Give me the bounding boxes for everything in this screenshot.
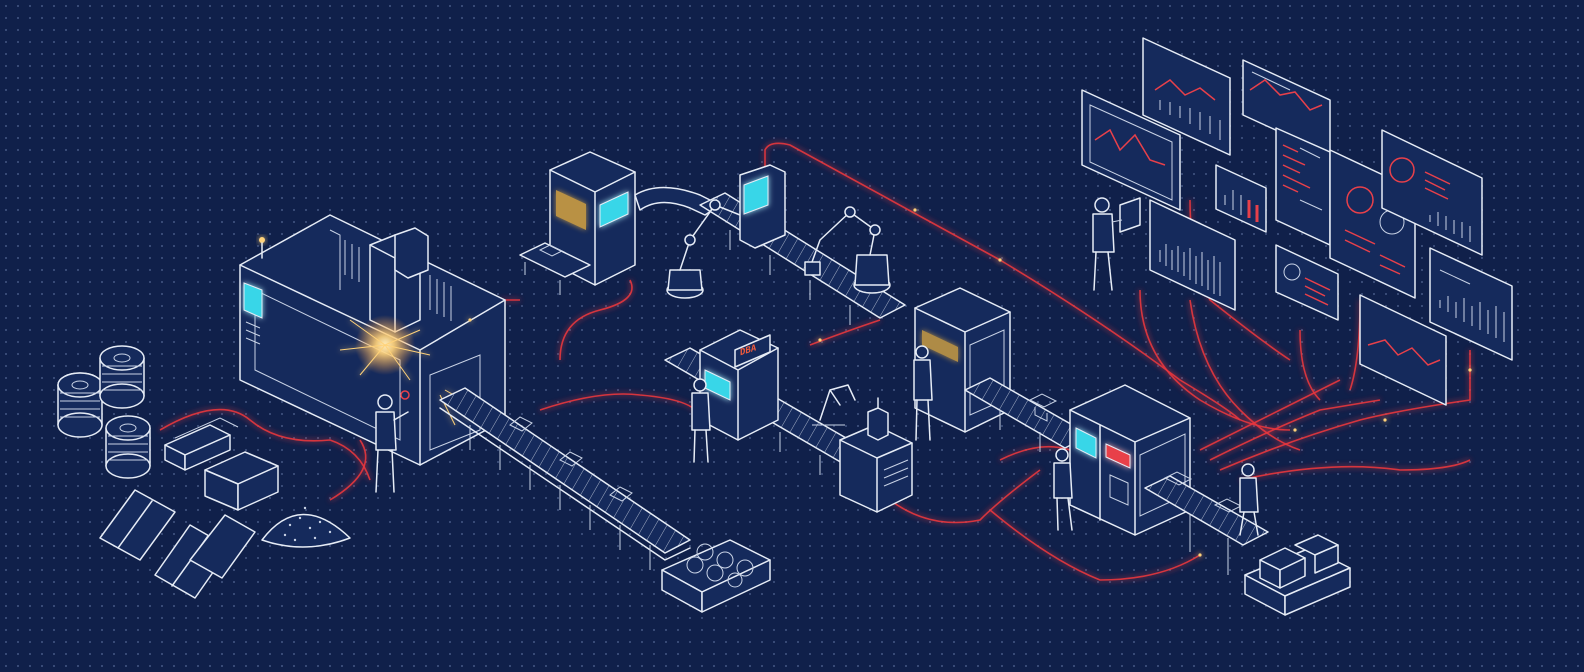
- press-machine-icon: [839, 397, 913, 513]
- dashboard-panels: [1081, 37, 1513, 406]
- data-spark-dots: [468, 208, 1472, 557]
- triangular-bars-icon: [99, 489, 256, 599]
- dashboard-panel-icon: [1359, 294, 1447, 406]
- packaging-machine-icon: [1069, 384, 1191, 536]
- dashboard-panel-icon: [1381, 129, 1483, 256]
- metal-block-icon: [204, 451, 279, 511]
- pallet-icon: [1244, 534, 1351, 616]
- dashboard-panel-icon: [1142, 37, 1231, 156]
- worker-icon: [1053, 448, 1073, 531]
- cnc-screen: [243, 282, 263, 319]
- raw-materials: [57, 345, 351, 599]
- cable-network: [159, 142, 1471, 581]
- worker-icon: [691, 378, 711, 463]
- pallet-icon: [661, 539, 771, 613]
- metal-bars-icon: [164, 417, 239, 471]
- robot-arm-icon: [666, 199, 749, 299]
- inspection-station-icon: DBA: [699, 329, 779, 441]
- conveyor-icon: [1144, 471, 1269, 575]
- dashboard-panel-icon: [1429, 247, 1513, 361]
- dashboard-panel-icon: [1215, 164, 1267, 233]
- worker-icon: [1092, 197, 1141, 291]
- robot-arm-icon: [804, 206, 891, 294]
- dashboard-panel-icon: [1149, 199, 1236, 311]
- conveyor-icon: [439, 387, 691, 570]
- monitor-tower-icon: [739, 164, 786, 249]
- laptop-icon: [1119, 197, 1141, 233]
- wire-spool-icon: [105, 415, 151, 479]
- conveyor-icon: [519, 242, 591, 295]
- wire-spool-icon: [99, 345, 145, 409]
- worker-icon: [375, 394, 409, 493]
- tool-icon: [812, 384, 856, 426]
- dashboard-panel-icon: [1081, 89, 1181, 211]
- dashboard-panel-icon: [1275, 244, 1339, 321]
- cnc-machine-icon: [239, 214, 506, 466]
- wire-spool-icon: [57, 372, 103, 438]
- worker-icon: [1239, 463, 1259, 536]
- worker-icon: [913, 345, 933, 441]
- dashboard-panel-icon: [1275, 127, 1331, 246]
- gravel-pile-icon: [261, 506, 351, 548]
